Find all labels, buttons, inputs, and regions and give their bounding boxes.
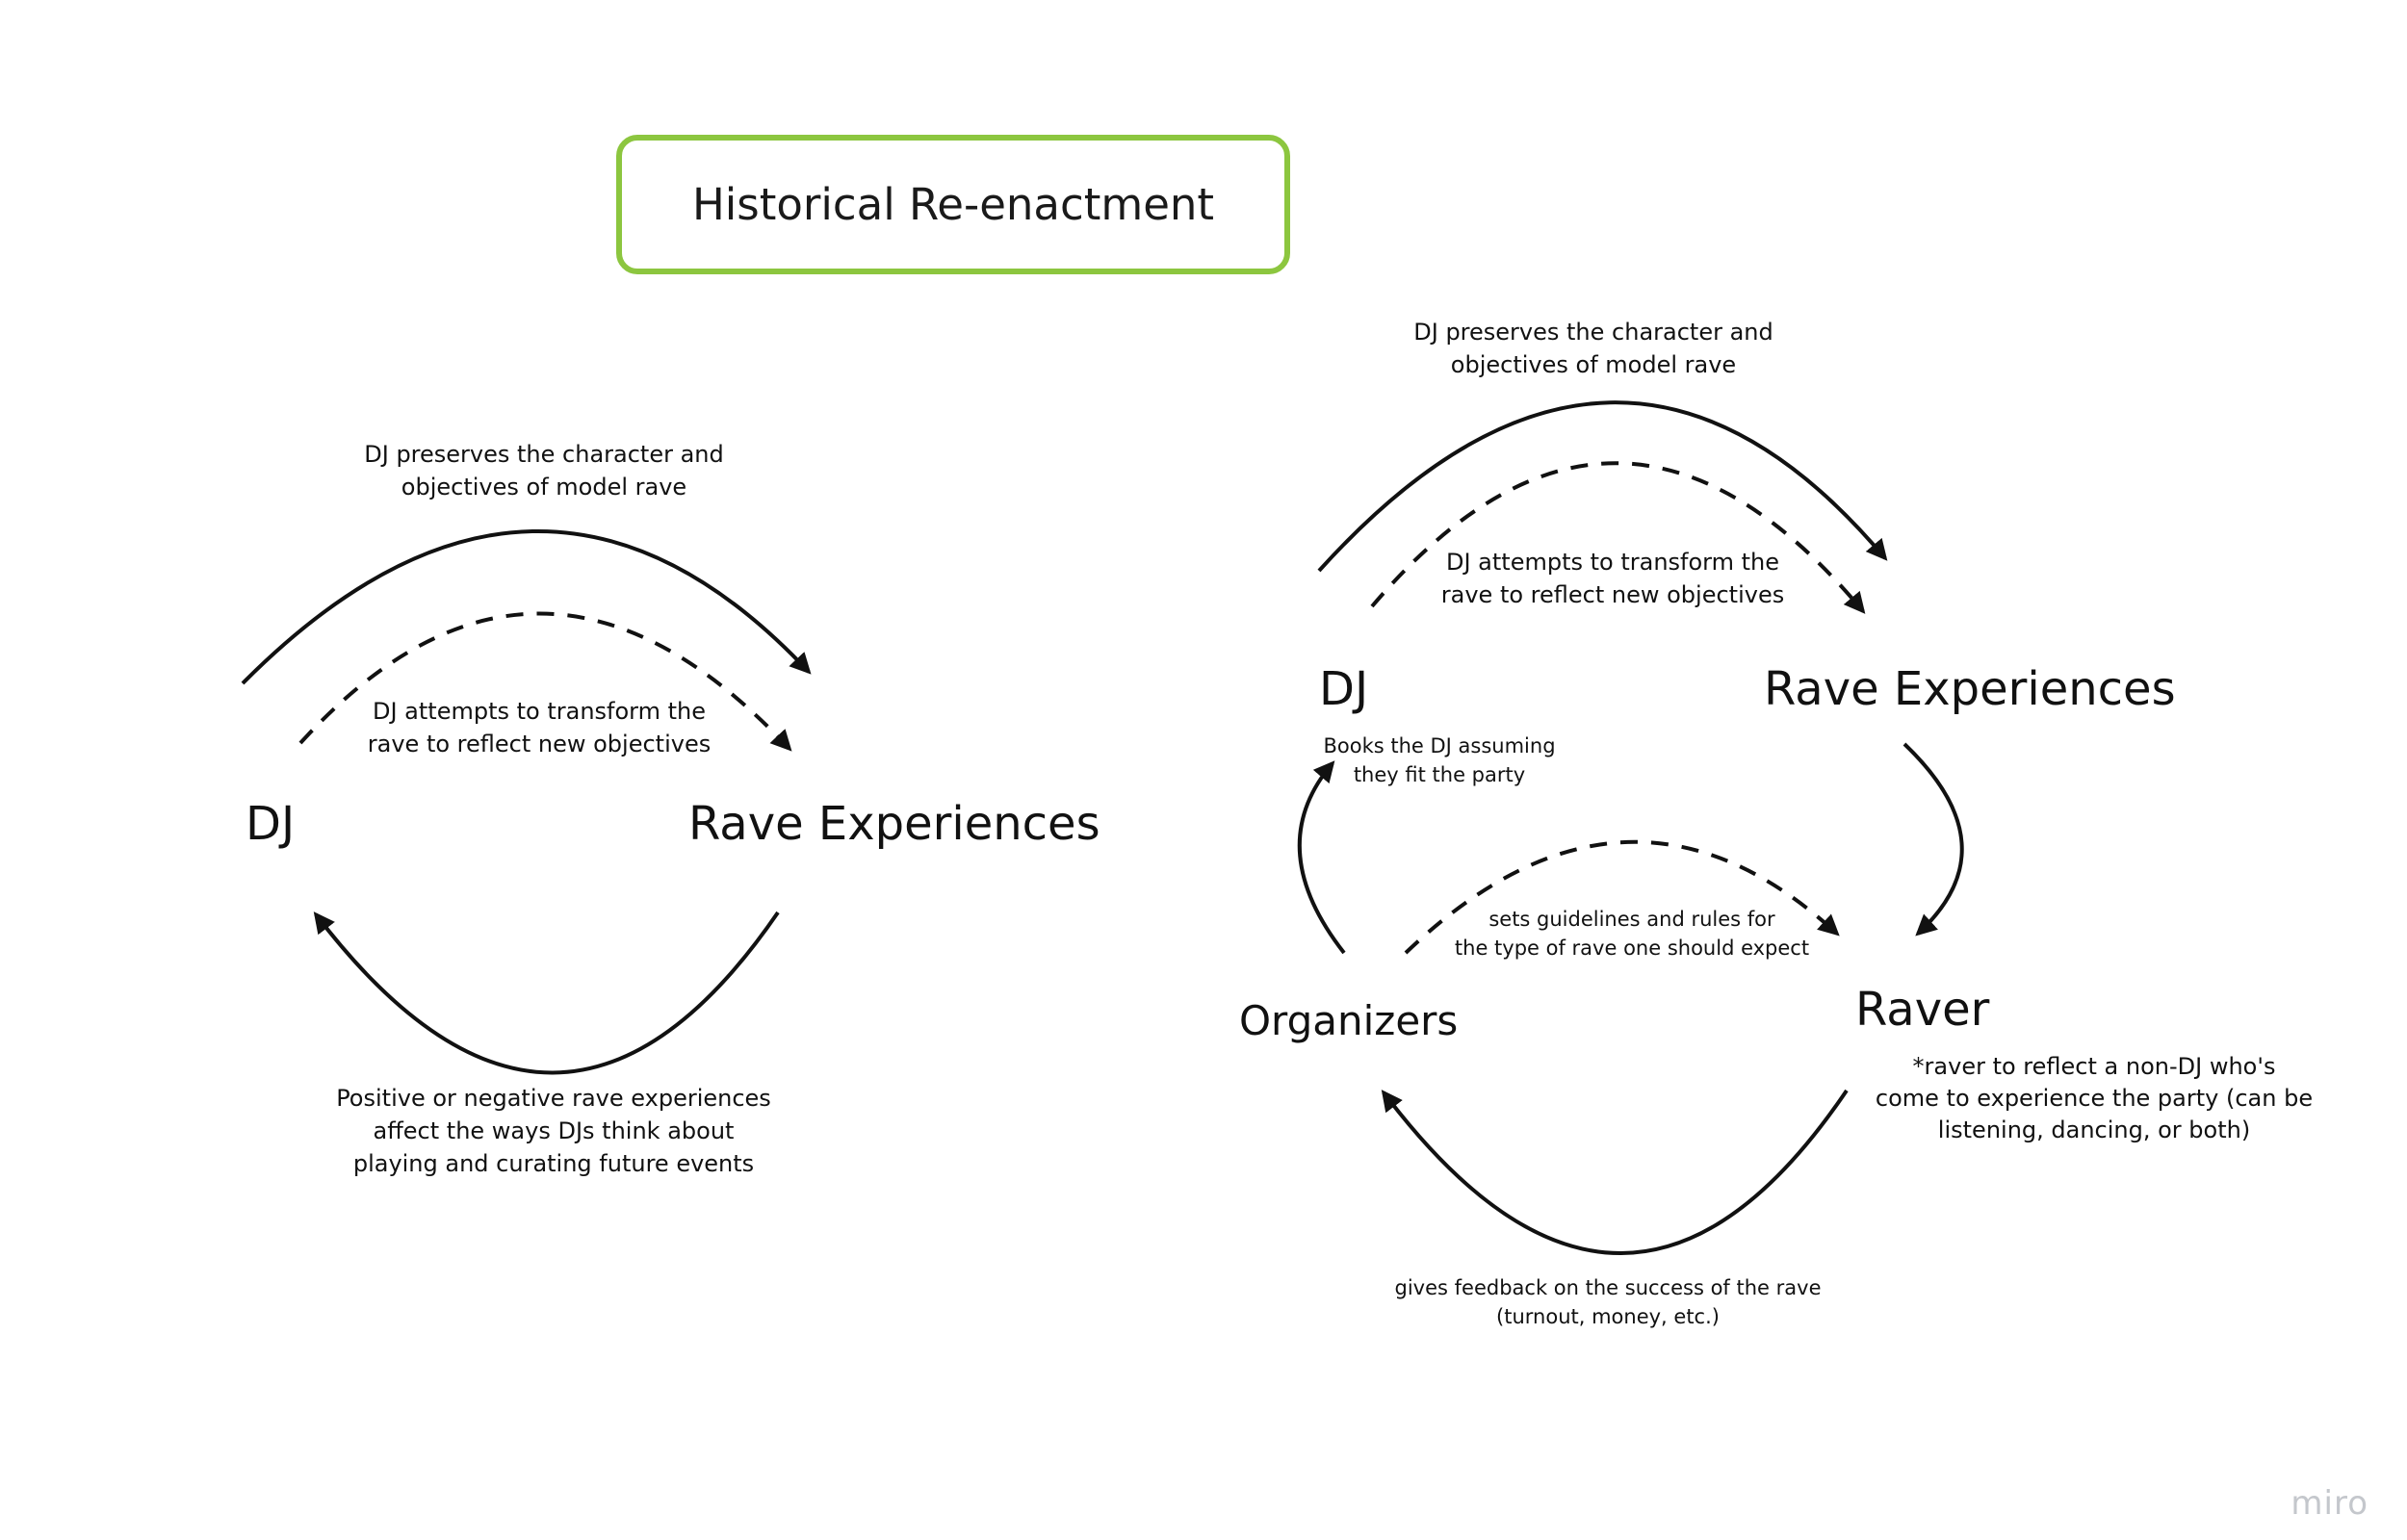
right-node-raver: Raver	[1855, 983, 1990, 1037]
title-box: Historical Re-enactment	[616, 135, 1290, 274]
page-title: Historical Re-enactment	[691, 179, 1215, 230]
left-feedback-arrow	[313, 911, 780, 1075]
right-books-arrow	[1297, 760, 1346, 955]
left-node-dj: DJ	[246, 797, 296, 851]
right-node-rave-experiences: Rave Experiences	[1764, 662, 2176, 716]
right-feedback-label: gives feedback on the success of the rav…	[1394, 1276, 1822, 1328]
right-node-dj: DJ	[1319, 662, 1369, 716]
right-node-organizers: Organizers	[1239, 997, 1459, 1044]
right-transform-arrow	[1370, 461, 1866, 614]
right-feedback-arrow	[1381, 1089, 1849, 1255]
miro-watermark: miro	[2291, 1484, 2368, 1523]
left-node-rave-experiences: Rave Experiences	[688, 797, 1100, 851]
right-preserve-arrow	[1317, 400, 1888, 573]
left-transform-arrow	[298, 611, 792, 752]
right-guidelines-arrow	[1404, 839, 1840, 955]
right-rave-to-raver-arrow	[1902, 742, 1964, 937]
left-preserve-arrow	[241, 529, 812, 685]
